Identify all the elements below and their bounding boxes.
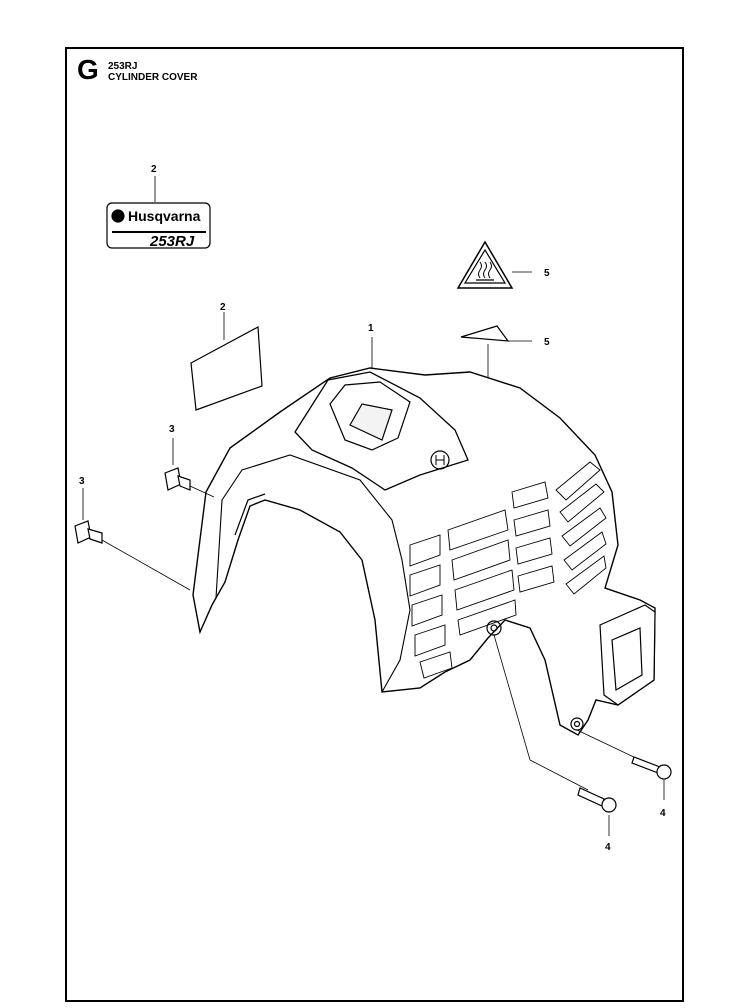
husqvarna-crown-icon [111, 209, 125, 223]
warning-label [456, 240, 532, 289]
callout-2-blank: 2 [220, 302, 226, 313]
blank-label [190, 312, 263, 411]
callout-5-triangle: 5 [544, 337, 550, 348]
callout-4-lower: 4 [605, 842, 611, 853]
decal-model-text: 253RJ [149, 233, 195, 250]
section-letter: G [77, 54, 99, 85]
leader-lines [82, 438, 665, 836]
callout-2-decal: 2 [151, 164, 157, 175]
screw-4-right [631, 756, 672, 780]
diagram-frame [65, 47, 684, 1002]
hot-surface-icon [478, 261, 492, 279]
decal-brand-text: Husqvarna [128, 208, 201, 224]
screw-4-lower [577, 787, 617, 813]
model-number: 253RJ [108, 61, 138, 72]
callout-3-lower: 3 [79, 476, 85, 487]
callout-3-upper: 3 [169, 424, 175, 435]
callout-4-right: 4 [660, 808, 666, 819]
callout-1: 1 [368, 323, 374, 334]
husqvarna-logo-icon [430, 450, 450, 470]
screw-3-lower [74, 520, 103, 544]
husqvarna-decal [106, 176, 211, 249]
diagram-title: CYLINDER COVER [108, 72, 198, 83]
callout-5-warning: 5 [544, 268, 550, 279]
screw-3-upper [164, 467, 191, 491]
cylinder-cover [192, 337, 656, 736]
